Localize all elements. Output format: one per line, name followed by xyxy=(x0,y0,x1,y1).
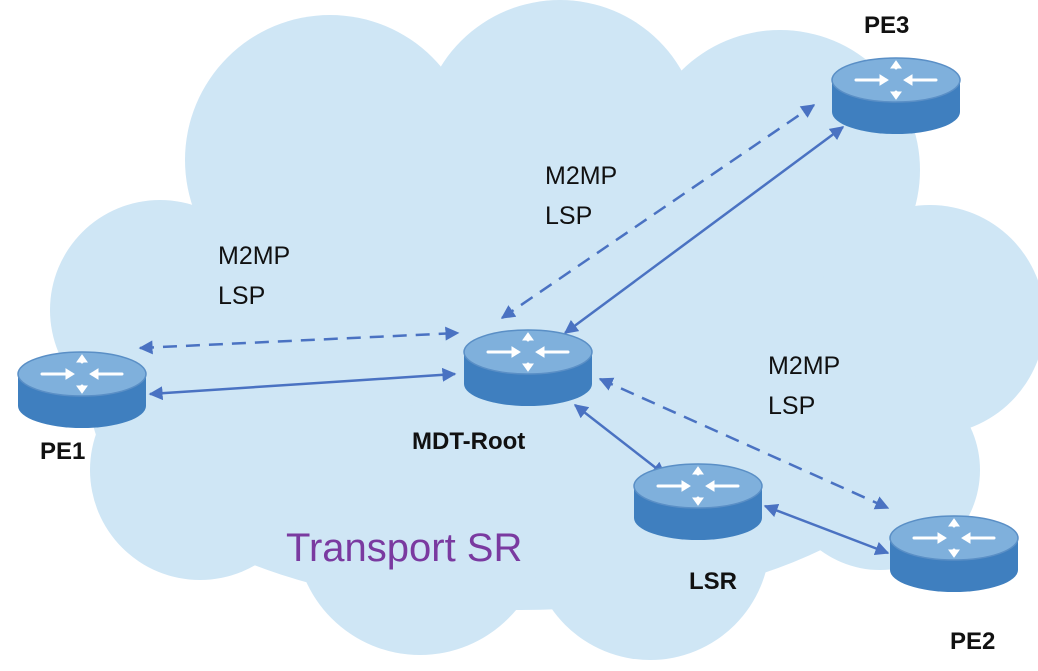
lsp-label-pe2: M2MP LSP xyxy=(768,346,840,426)
link-pe1-root-solid xyxy=(148,367,457,401)
router-root-icon xyxy=(462,328,594,408)
link-lsr-pe2-solid xyxy=(763,503,890,556)
lsp-label-pe1: M2MP LSP xyxy=(218,236,290,316)
node-label-lsr: LSR xyxy=(689,568,737,595)
node-label-pe3: PE3 xyxy=(864,12,910,39)
link-root-pe2-dashed xyxy=(598,377,890,510)
links xyxy=(138,103,890,556)
lsp-label-line2: LSP xyxy=(545,202,593,230)
router-pe3-icon xyxy=(830,56,962,136)
node-label-root: MDT-Root xyxy=(412,428,526,455)
link-pe1-root-dashed xyxy=(138,326,460,355)
lsp-label-line2: LSP xyxy=(768,392,816,420)
link-root-pe3-dashed xyxy=(500,103,816,320)
cloud-label: Transport SR xyxy=(286,526,523,570)
router-pe2-icon xyxy=(888,514,1020,594)
node-label-pe1: PE1 xyxy=(40,438,86,465)
lsp-label-line1: M2MP xyxy=(545,162,618,190)
lsp-label-pe3: M2MP LSP xyxy=(545,156,617,236)
lsp-label-line1: M2MP xyxy=(768,352,841,380)
lsp-label-line1: M2MP xyxy=(218,242,291,270)
node-label-pe2: PE2 xyxy=(950,628,996,655)
router-pe1-icon xyxy=(16,350,148,430)
router-lsr-icon xyxy=(632,462,764,542)
lsp-label-line2: LSP xyxy=(218,282,266,310)
